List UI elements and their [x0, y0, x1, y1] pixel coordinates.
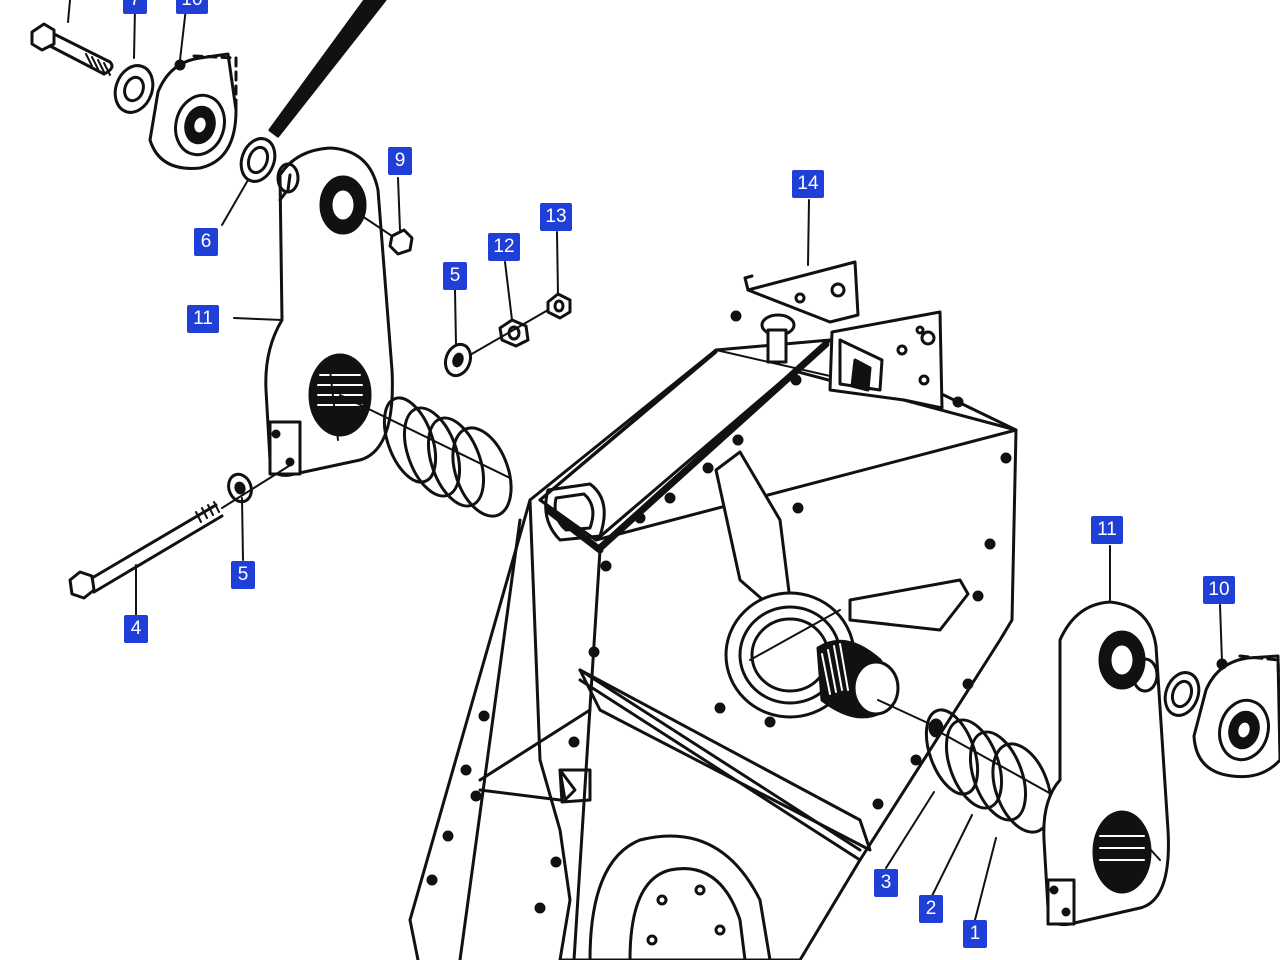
callout-2: 2: [919, 895, 943, 923]
bolt-top-left: [32, 24, 112, 75]
spring-left: [340, 391, 522, 524]
main-frame-14: [410, 262, 1016, 960]
callout-6: 6: [194, 228, 218, 256]
arm-11-right: [1044, 602, 1169, 925]
washer-right: [1159, 668, 1204, 720]
callout-10-right: 10: [1203, 576, 1235, 604]
callout-7: 7: [123, 0, 147, 14]
washer-7: [109, 60, 159, 117]
callout-5-upper: 5: [443, 262, 467, 290]
washer-5-upper: [441, 341, 474, 379]
callout-11-left: 11: [187, 305, 219, 333]
callout-5-lower: 5: [231, 561, 255, 589]
arm-11-left: [266, 148, 393, 475]
leader-lines: [67, 0, 1223, 921]
callout-12: 12: [488, 233, 520, 261]
bearing-housing-10-right: [1194, 656, 1280, 777]
axis-line-upper: [469, 309, 549, 356]
bearing-housing-10-top: [150, 54, 236, 168]
callout-11-right: 11: [1091, 516, 1123, 544]
bolt-4: [70, 464, 292, 598]
callout-14: 14: [792, 170, 824, 198]
callout-10-top: 10: [176, 0, 208, 14]
callout-4: 4: [124, 615, 148, 643]
callout-3: 3: [874, 869, 898, 897]
nut-9: [356, 212, 412, 254]
pointer-wedge: [268, 0, 387, 138]
spring-right: [916, 703, 1062, 840]
callout-1: 1: [963, 920, 987, 948]
washer-5-lower: [225, 471, 255, 505]
callout-9: 9: [388, 147, 412, 175]
nut-13: [548, 294, 570, 318]
washer-6: [235, 134, 280, 186]
callout-13: 13: [540, 203, 572, 231]
